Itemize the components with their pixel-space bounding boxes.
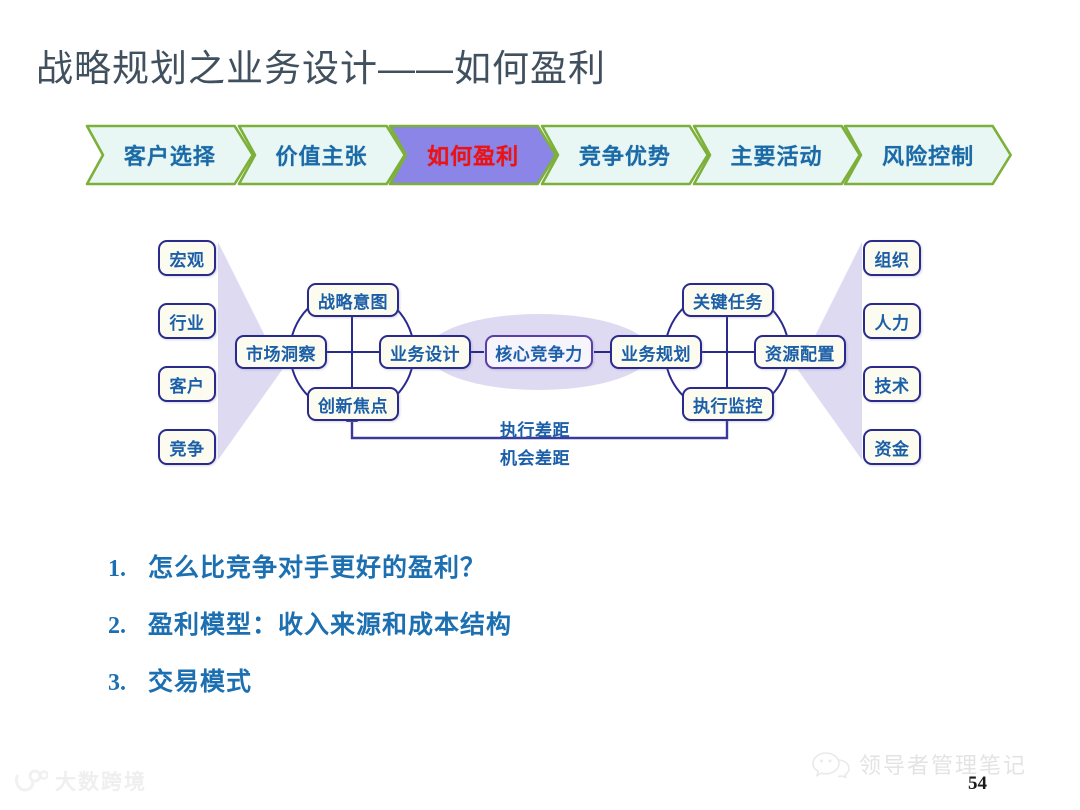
- chevron-step-1[interactable]: 客户选择: [85, 124, 255, 186]
- key-questions-list: 1. 怎么比竞争对手更好的盈利？ 2. 盈利模型：收入来源和成本结构 3. 交易模式: [108, 548, 808, 719]
- node-strategic-intent: 战略意图: [307, 283, 399, 317]
- list-item: 2. 盈利模型：收入来源和成本结构: [108, 605, 808, 641]
- chevron-shape: [844, 124, 1013, 186]
- chevron-step-2[interactable]: 价值主张: [237, 124, 407, 186]
- watermark-left-label: 大数跨境: [55, 771, 147, 794]
- process-chevron-banner: 客户选择 价值主张 如何盈利 竞争优势 主要活动 风险控制: [85, 124, 1013, 186]
- list-item: 3. 交易模式: [108, 662, 808, 698]
- chevron-step-label: 价值主张: [275, 144, 368, 169]
- chevron-step-3[interactable]: 如何盈利: [388, 124, 558, 186]
- wechat-icon: [812, 752, 850, 778]
- list-item-text: 怎么比竞争对手更好的盈利？: [148, 554, 487, 582]
- chevron-step-4[interactable]: 竞争优势: [540, 124, 710, 186]
- chevron-step-label: 如何盈利: [427, 144, 520, 169]
- list-item: 1. 怎么比竞争对手更好的盈利？: [108, 548, 808, 584]
- feedback-loop-path: [350, 414, 729, 440]
- input-box-4: 竞争: [158, 429, 216, 465]
- chevron-shape: [237, 124, 406, 186]
- list-item-number: 2.: [108, 613, 126, 639]
- list-item-number: 1.: [108, 556, 126, 582]
- node-core-competency: 核心竞争力: [485, 335, 593, 369]
- node-business-planning: 业务规划: [610, 335, 702, 369]
- chevron-step-label: 竞争优势: [578, 144, 671, 169]
- business-design-diagram: 宏观行业客户竞争 组织人力技术资金 战略意图市场洞察 业务设计创新焦点 核心竞争力 关键任…: [0, 210, 1080, 500]
- dashukuajing-logo-icon: [14, 769, 48, 792]
- node-business-design: 业务设计: [379, 335, 471, 369]
- chevron-shape: [85, 124, 254, 186]
- list-item-number: 3.: [108, 670, 126, 696]
- chevron-shape: [692, 124, 861, 186]
- watermark-bottom-right: 领导者管理笔记: [812, 748, 1027, 780]
- page-number: 54: [968, 773, 987, 794]
- watermark-right-label: 领导者管理笔记: [859, 753, 1028, 778]
- page-title: 战略规划之业务设计——如何盈利: [36, 48, 606, 89]
- output-box-2: 人力: [863, 303, 921, 339]
- chevron-step-label: 风险控制: [882, 144, 975, 169]
- chevron-step-5[interactable]: 主要活动: [692, 124, 862, 186]
- output-box-3: 技术: [863, 366, 921, 402]
- node-execution-monitoring: 执行监控: [682, 387, 774, 421]
- node-market-insight: 市场洞察: [235, 335, 327, 369]
- input-box-3: 客户: [158, 366, 216, 402]
- chevron-shape: [389, 124, 558, 186]
- output-box-1: 组织: [863, 240, 921, 276]
- input-box-1: 宏观: [158, 240, 216, 276]
- node-key-tasks: 关键任务: [682, 283, 774, 317]
- output-box-4: 资金: [863, 429, 921, 465]
- node-innovation-focus: 创新焦点: [307, 387, 399, 421]
- execution-gap-label: 执行差距: [500, 421, 570, 440]
- node-resource-allocation: 资源配置: [754, 335, 846, 369]
- chevron-shape: [540, 124, 709, 186]
- chevron-step-label: 主要活动: [730, 144, 823, 169]
- opportunity-gap-label: 机会差距: [500, 449, 570, 468]
- chevron-step-6[interactable]: 风险控制: [843, 124, 1013, 186]
- list-item-text: 盈利模型：收入来源和成本结构: [148, 611, 513, 639]
- input-box-2: 行业: [158, 303, 216, 339]
- chevron-step-label: 客户选择: [123, 144, 216, 169]
- list-item-text: 交易模式: [148, 668, 253, 696]
- watermark-bottom-left: 大数跨境: [14, 766, 147, 796]
